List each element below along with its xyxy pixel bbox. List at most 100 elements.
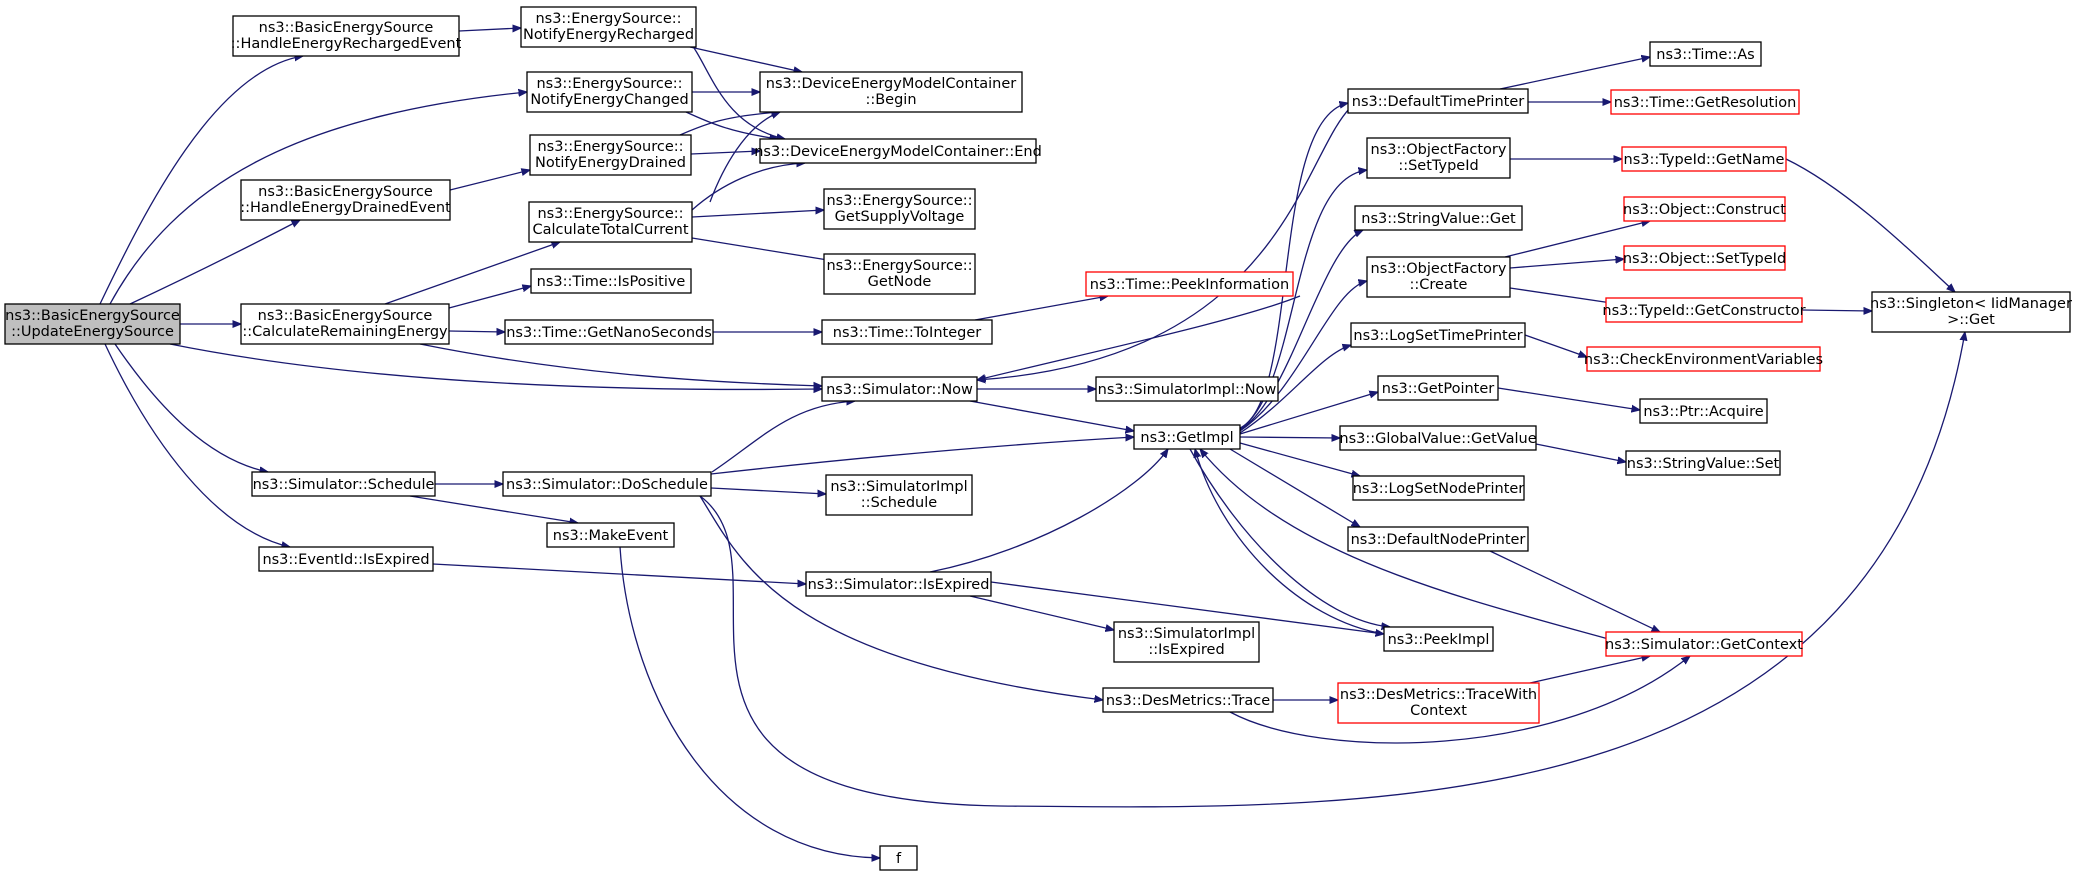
node-simisexp[interactable]: ns3::Simulator::IsExpired bbox=[805, 571, 992, 597]
node-label: ns3::Simulator::Now bbox=[826, 382, 973, 398]
node-strvalset[interactable]: ns3::StringValue::Set bbox=[1625, 450, 1781, 476]
node-label: ::Begin bbox=[865, 92, 916, 108]
node-box bbox=[1649, 41, 1762, 67]
edge-calctot-to-dembegin bbox=[709, 112, 780, 203]
node-eventexp[interactable]: ns3::EventId::IsExpired bbox=[258, 546, 434, 572]
node-dembegin[interactable]: ns3::DeviceEnergyModelContainer::Begin bbox=[759, 71, 1023, 113]
node-notchg[interactable]: ns3::EnergySource::NotifyEnergyChanged bbox=[526, 71, 693, 113]
node-label: ns3::EnergySource:: bbox=[536, 76, 682, 92]
node-defnode[interactable]: ns3::DefaultNodePrinter bbox=[1347, 526, 1529, 552]
edge-calcrem-to-timenano bbox=[448, 331, 505, 332]
node-gvgetvalue[interactable]: ns3::GlobalValue::GetValue bbox=[1339, 425, 1537, 451]
node-timeres[interactable]: ns3::Time::GetResolution bbox=[1610, 89, 1800, 115]
node-peekimpl[interactable]: ns3::PeekImpl bbox=[1383, 626, 1494, 652]
node-label: ns3::Time::GetResolution bbox=[1614, 95, 1797, 111]
node-dosched[interactable]: ns3::Simulator::DoSchedule bbox=[502, 471, 712, 497]
node-box bbox=[1605, 297, 1803, 323]
node-timepos[interactable]: ns3::Time::IsPositive bbox=[530, 268, 692, 294]
edge-makeevent-to-f bbox=[619, 546, 880, 858]
node-timenano[interactable]: ns3::Time::GetNanoSeconds bbox=[504, 319, 714, 345]
node-label: ::HandleEnergyRechargedEvent bbox=[231, 36, 462, 52]
node-box bbox=[530, 268, 692, 294]
node-f[interactable]: f bbox=[879, 845, 918, 871]
node-getimpl[interactable]: ns3::GetImpl bbox=[1133, 424, 1241, 450]
node-label: ns3::Simulator::Schedule bbox=[253, 477, 435, 493]
edge-dosched-to-simnow bbox=[711, 401, 855, 473]
node-objconstruct[interactable]: ns3::Object::Construct bbox=[1623, 196, 1786, 222]
node-box bbox=[240, 179, 451, 221]
node-box bbox=[240, 303, 450, 345]
node-peekinfo[interactable]: ns3::Time::PeekInformation bbox=[1085, 271, 1294, 297]
edge-update-to-hdrain bbox=[129, 220, 300, 305]
node-label: ns3::GetPointer bbox=[1382, 381, 1495, 397]
node-box bbox=[1347, 88, 1529, 114]
node-strvalget[interactable]: ns3::StringValue::Get bbox=[1354, 205, 1523, 231]
edge-getimpl-to-getpointer bbox=[1239, 392, 1378, 435]
node-ptracquire[interactable]: ns3::Ptr::Acquire bbox=[1639, 398, 1768, 424]
edge-calcrem-to-timepos bbox=[448, 286, 531, 309]
node-notdrain[interactable]: ns3::EnergySource::NotifyEnergyDrained bbox=[529, 134, 692, 176]
edge-peekinfo-to-simnow bbox=[977, 295, 1301, 380]
node-desmtrace[interactable]: ns3::DesMetrics::Trace bbox=[1102, 687, 1274, 713]
edge-ofcreate-to-objsettype bbox=[1509, 259, 1624, 269]
edge-update-to-simsched bbox=[114, 343, 268, 472]
node-box bbox=[528, 201, 693, 243]
edge-getimpl-to-strvalget bbox=[1239, 230, 1363, 431]
node-ofsettype[interactable]: ns3::ObjectFactory::SetTypeId bbox=[1366, 137, 1511, 179]
node-label: ::IsExpired bbox=[1148, 642, 1224, 658]
node-hrech[interactable]: ns3::BasicEnergySource::HandleEnergyRech… bbox=[231, 15, 462, 57]
node-checkenv[interactable]: ns3::CheckEnvironmentVariables bbox=[1584, 346, 1823, 372]
node-getsupply[interactable]: ns3::EnergySource::GetSupplyVoltage bbox=[823, 188, 976, 230]
node-makeevent[interactable]: ns3::MakeEvent bbox=[546, 522, 675, 548]
node-logsetnode[interactable]: ns3::LogSetNodePrinter bbox=[1352, 475, 1525, 501]
node-box bbox=[1347, 526, 1529, 552]
node-ofcreate[interactable]: ns3::ObjectFactory::Create bbox=[1366, 256, 1511, 298]
node-label: ns3::LogSetNodePrinter bbox=[1353, 481, 1525, 497]
node-label: CalculateTotalCurrent bbox=[532, 222, 688, 238]
node-simsched[interactable]: ns3::Simulator::Schedule bbox=[251, 471, 436, 497]
node-simgetctx[interactable]: ns3::Simulator::GetContext bbox=[1605, 631, 1803, 657]
node-simimplsched[interactable]: ns3::SimulatorImpl::Schedule bbox=[825, 474, 973, 516]
node-box bbox=[1605, 631, 1803, 657]
node-singleton[interactable]: ns3::Singleton< IidManager>::Get bbox=[1870, 291, 2072, 333]
node-objsettype[interactable]: ns3::Object::SetTypeId bbox=[1623, 245, 1786, 271]
node-label: ns3::Time::GetNanoSeconds bbox=[506, 325, 712, 341]
node-label: ::Schedule bbox=[861, 495, 937, 511]
edge-desmtrace-to-simgetctx bbox=[1229, 656, 1690, 744]
edge-notchg-to-demend bbox=[685, 111, 778, 139]
node-logsettime[interactable]: ns3::LogSetTimePrinter bbox=[1350, 322, 1526, 348]
node-label: ns3::Time::ToInteger bbox=[833, 325, 981, 341]
node-demend[interactable]: ns3::DeviceEnergyModelContainer::End bbox=[754, 138, 1042, 164]
node-tointeger[interactable]: ns3::Time::ToInteger bbox=[821, 319, 993, 345]
node-deftime[interactable]: ns3::DefaultTimePrinter bbox=[1347, 88, 1529, 114]
node-simimplnow[interactable]: ns3::SimulatorImpl::Now bbox=[1095, 376, 1279, 402]
node-timeas[interactable]: ns3::Time::As bbox=[1649, 41, 1762, 67]
node-calcrem[interactable]: ns3::BasicEnergySource::CalculateRemaini… bbox=[240, 303, 450, 345]
node-label: ns3::EnergySource:: bbox=[537, 206, 683, 222]
node-label: GetNode bbox=[868, 274, 932, 290]
edge-simisexp-to-peekimpl bbox=[990, 581, 1384, 634]
edge-hdrain-to-notdrain bbox=[449, 170, 530, 191]
node-hdrain[interactable]: ns3::BasicEnergySource::HandleEnergyDrai… bbox=[240, 179, 451, 221]
node-label: ns3::Simulator::GetContext bbox=[1605, 637, 1803, 653]
edge-dosched-to-simimplsched bbox=[710, 487, 826, 494]
edge-update-to-eventexp bbox=[104, 343, 290, 547]
node-simnow[interactable]: ns3::Simulator::Now bbox=[821, 376, 978, 402]
node-typeidname[interactable]: ns3::TypeId::GetName bbox=[1621, 146, 1787, 172]
node-getnode[interactable]: ns3::EnergySource::GetNode bbox=[823, 253, 976, 295]
node-calctot[interactable]: ns3::EnergySource::CalculateTotalCurrent bbox=[528, 201, 693, 243]
node-notrech[interactable]: ns3::EnergySource::NotifyEnergyRecharged bbox=[520, 6, 697, 48]
node-label: ns3::BasicEnergySource bbox=[5, 308, 180, 324]
node-box bbox=[1133, 424, 1241, 450]
edge-getimpl-to-logsettime bbox=[1239, 345, 1351, 434]
edge-notdrain-to-dembegin bbox=[679, 112, 780, 136]
edge-getimpl-to-defnode bbox=[1229, 448, 1360, 527]
node-simimplisexp[interactable]: ns3::SimulatorImpl::IsExpired bbox=[1113, 621, 1260, 663]
node-getpointer[interactable]: ns3::GetPointer bbox=[1377, 375, 1499, 401]
edge-ofcreate-to-objconstruct bbox=[1504, 221, 1650, 258]
node-label: ns3::GetImpl bbox=[1140, 430, 1233, 446]
node-typeidctor[interactable]: ns3::TypeId::GetConstructor bbox=[1602, 297, 1806, 323]
node-label: ns3::EnergySource:: bbox=[537, 139, 683, 155]
node-update[interactable]: ns3::BasicEnergySource::UpdateEnergySour… bbox=[4, 303, 181, 345]
